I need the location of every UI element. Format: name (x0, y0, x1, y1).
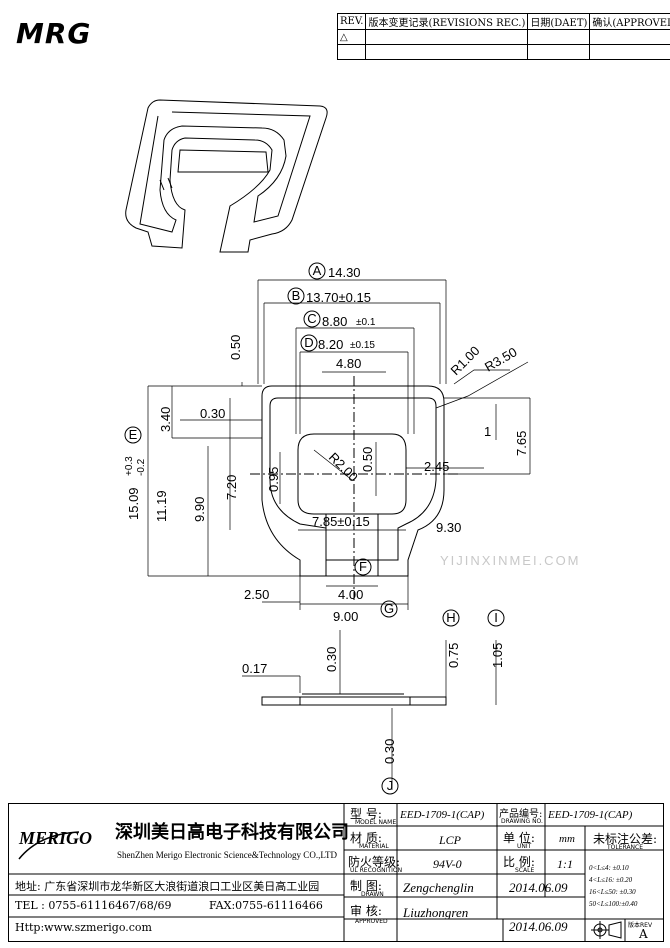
dim-765: 7.65 (514, 431, 529, 456)
ul-sub: UL RECOGNITION (350, 867, 403, 874)
unit-sub: UNIT (517, 843, 532, 850)
tol-row-3: 50<L≤100:±0.40 (589, 900, 638, 908)
dim-c: 8.80 (322, 314, 347, 329)
tol-row-0: 0<L≤4: ±0.10 (589, 864, 629, 872)
dim-1119: 11.19 (154, 490, 169, 522)
front-view (250, 376, 458, 600)
technical-drawing: A B C D E F G H I J 14.30 13.70±0.15 8.8… (124, 99, 581, 795)
label-c: C (307, 311, 316, 326)
dim-105: 1.05 (490, 643, 505, 668)
address: 地址: 广东省深圳市龙华新区大浪街道浪口工业区美日高工业园 (15, 880, 320, 893)
scale-sub: SCALE (515, 867, 535, 874)
approved-value: Liuzhongren (403, 905, 469, 920)
drawn-sub: DRAWN (361, 891, 384, 898)
drawing-label: 产品编号: (499, 809, 543, 820)
drawn-value: Zengchenglin (403, 880, 474, 895)
dim-r200: R2.00 (326, 450, 361, 485)
dim-r100: R1.00 (448, 343, 483, 378)
ul-label: 防火等级: (348, 855, 401, 869)
rev-label: 版本REV (628, 922, 653, 929)
dim-050-mid: 0.50 (360, 447, 375, 472)
drawing-sub: DRAWING NO. (501, 818, 543, 825)
label-g: G (384, 601, 394, 616)
material-sub: MATERIAL (359, 843, 389, 850)
company-en: ShenZhen Merigo Electronic Science&Techn… (117, 850, 337, 860)
dim-a: 14.30 (328, 265, 361, 280)
drawing-value: EED-1709-1(CAP) (548, 809, 633, 821)
label-j: J (387, 778, 394, 793)
dim-990: 9.90 (192, 497, 207, 522)
dim-95: 0.95 (266, 467, 281, 492)
dim-030b: 0.30 (324, 647, 339, 672)
dim-030a: 0.30 (200, 406, 225, 421)
website: Http:www.szmerigo.com (15, 921, 152, 934)
tol-row-2: 16<L≤50: ±0.30 (589, 888, 636, 896)
dim-785: 7.85±0.15 (312, 514, 370, 529)
scale-value: 1:1 (557, 857, 573, 871)
material-label: 材 质: (350, 831, 382, 845)
label-h: H (446, 610, 455, 625)
merigo-swoosh-icon (18, 831, 80, 860)
model-sub: MODEL NAME (355, 819, 397, 826)
dim-340: 3.40 (158, 407, 173, 432)
dim-075: 0.75 (446, 643, 461, 668)
label-d: D (304, 335, 313, 350)
approved-sub: APPROVED (355, 918, 388, 925)
dim-1: 1 (484, 424, 491, 439)
label-i: I (494, 610, 498, 625)
revision-table: REV. 版本变更记录(REVISIONS REC.) 日期(DAET) 确认(… (336, 13, 670, 60)
label-f: F (359, 559, 367, 574)
fax: FAX:0755-61116466 (209, 899, 323, 912)
dim-030c: 0.30 (382, 739, 397, 764)
label-a: A (313, 263, 322, 278)
dim-250: 2.50 (244, 587, 269, 602)
tolerance-label: 未标注公差: (593, 832, 658, 846)
drawn-label: 制 图: (350, 879, 382, 893)
side-view (242, 630, 497, 790)
unit-value: mm (559, 833, 575, 845)
merigo-logo: MERIGO (19, 828, 93, 848)
ul-value: 94V-0 (433, 857, 462, 871)
tolerance-sub: TOLERANCE (607, 844, 644, 851)
company-cn: 深圳美日高电子科技有限公司 (115, 822, 349, 843)
dim-245: 2.45 (424, 459, 449, 474)
dim-480: 4.80 (336, 356, 361, 371)
label-b: B (292, 288, 301, 303)
dim-900: 9.00 (333, 609, 358, 624)
watermark: YIJINXINMEI.COM (440, 553, 581, 568)
drawn-date: 2014.06.09 (509, 880, 568, 895)
dim-720: 7.20 (224, 475, 239, 500)
approved-date: 2014.06.09 (509, 919, 568, 934)
dim-c-tol: ±0.1 (356, 317, 376, 328)
approved-label: 审 核: (350, 904, 382, 918)
dim-930: 9.30 (436, 520, 461, 535)
dim-050-top: 0.50 (228, 335, 243, 360)
model-value: EED-1709-1(CAP) (400, 809, 485, 821)
isometric-view (125, 99, 328, 253)
dim-400: 4.00 (338, 587, 363, 602)
dim-d-tol: ±0.15 (350, 340, 375, 351)
dim-e: 15.09 (126, 487, 141, 520)
label-e: E (129, 427, 138, 442)
dim-e-tol-dn: -0.2 (136, 458, 147, 476)
scale-label: 比 例: (503, 855, 535, 869)
tol-row-1: 4<L≤16: ±0.20 (589, 876, 633, 884)
unit-label: 单 位: (503, 831, 535, 845)
title-block: MERIGO 深圳美日高电子科技有限公司 ShenZhen Merigo Ele… (8, 803, 664, 942)
model-label: 型 号: (350, 807, 382, 821)
rev-value: A (639, 927, 648, 941)
dim-d: 8.20 (318, 337, 343, 352)
dim-e-tol-up: +0.3 (124, 456, 135, 476)
tel: TEL : 0755-61116467/68/69 (15, 899, 172, 912)
material-value: LCP (439, 833, 462, 847)
dim-017: 0.17 (242, 661, 267, 676)
mrg-logo: MRG (16, 17, 92, 50)
dim-b: 13.70±0.15 (306, 290, 371, 305)
projection-symbol-icon (591, 921, 622, 939)
